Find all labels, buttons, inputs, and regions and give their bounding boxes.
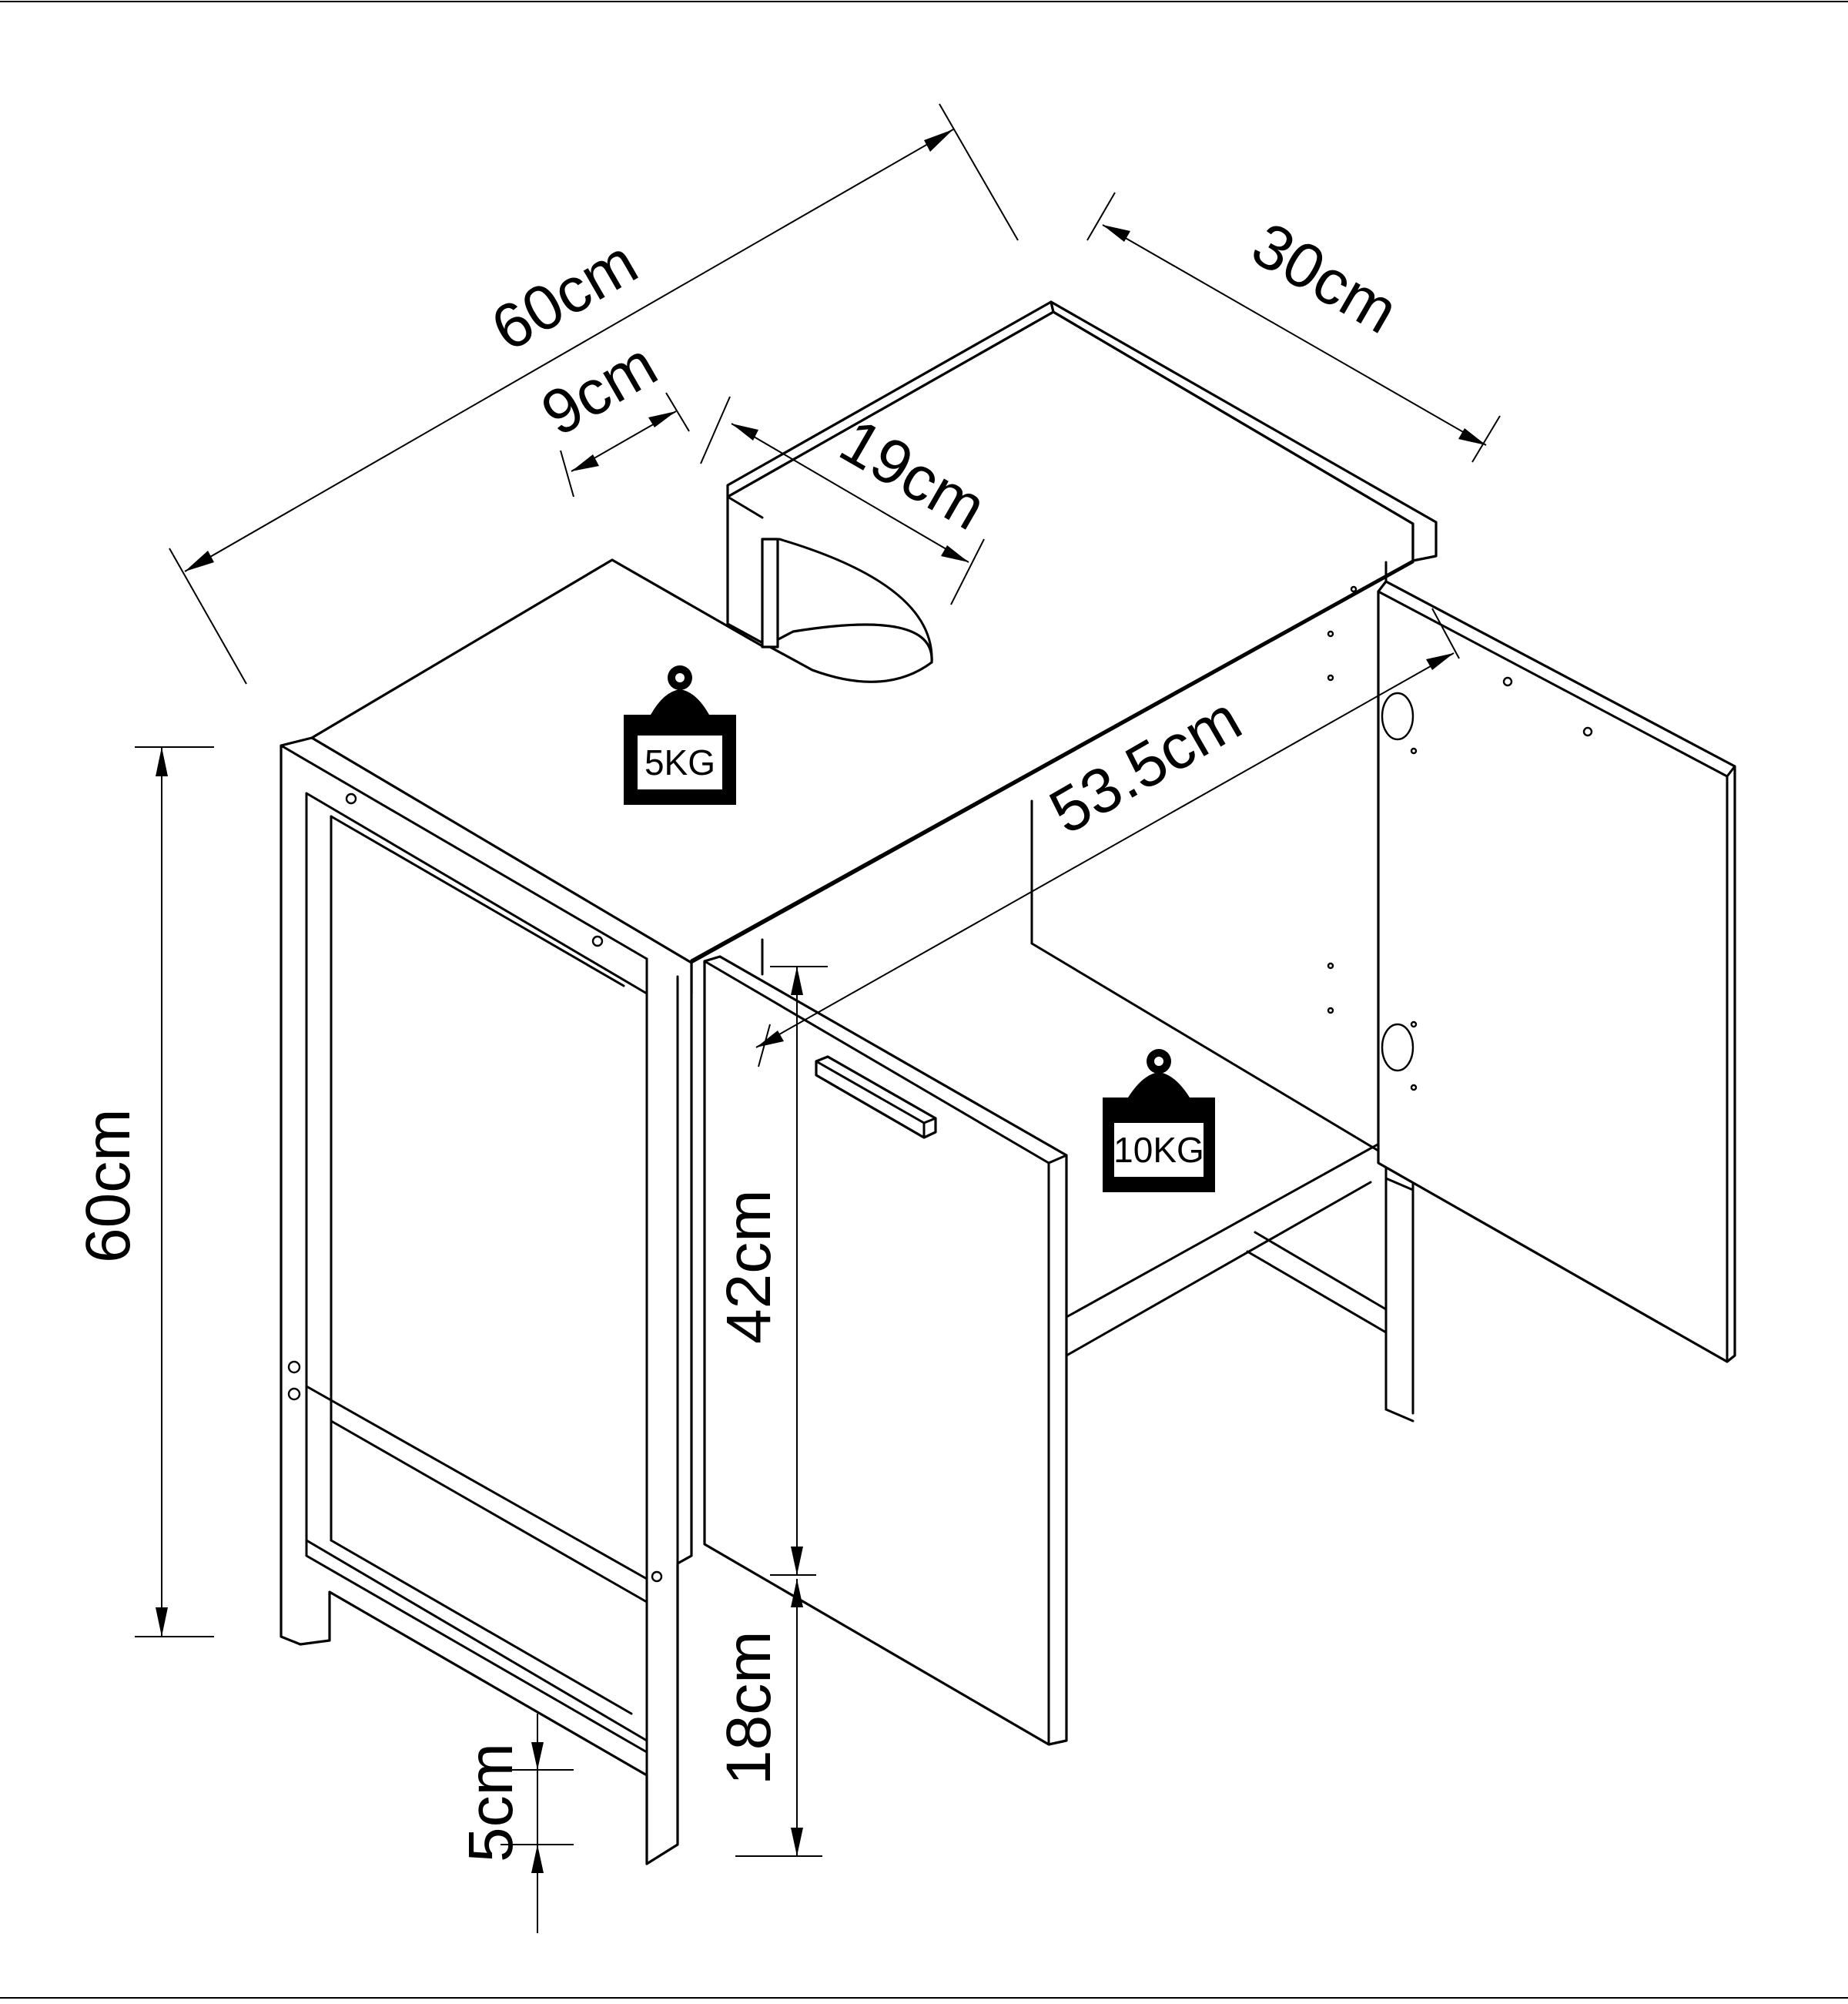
right-door [1377, 580, 1736, 1363]
dimension-shelf-height: 18cm [714, 1579, 822, 1857]
weight-icon [1103, 1049, 1215, 1192]
depth-label: 30cm [1240, 209, 1409, 347]
shelf-height-label: 18cm [714, 1630, 784, 1785]
cutout-offset-label: 9cm [531, 329, 669, 449]
top-weight-badge: 5KG [624, 665, 736, 805]
top-panel [310, 300, 1438, 995]
dimension-cutout-offset: 9cm [531, 329, 690, 498]
dimension-total-height: 60cm [73, 746, 214, 1637]
left-frame [280, 736, 693, 1865]
cabinet [280, 300, 1736, 1865]
door-height-label: 42cm [714, 1189, 784, 1344]
shelf-load-label: 10KG [1113, 1130, 1204, 1170]
top-load-label: 5KG [644, 742, 715, 782]
dimension-door-height: 42cm [714, 966, 828, 1576]
total-height-label: 60cm [73, 1108, 143, 1263]
dimension-foot-height: 5cm [456, 1714, 574, 1933]
shelf-weight-badge: 10KG [1103, 1049, 1215, 1192]
weight-icon [624, 665, 736, 805]
left-door [703, 955, 1068, 1746]
foot-height-label: 5cm [456, 1743, 526, 1862]
